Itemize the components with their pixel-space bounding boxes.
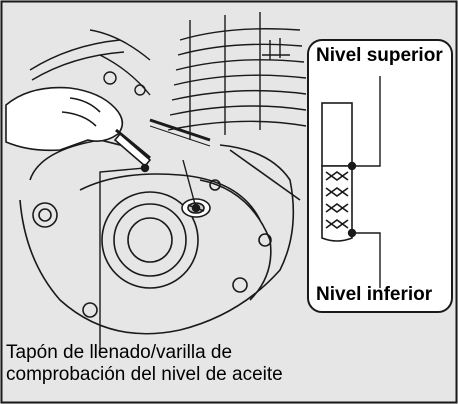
cylinder-fins: [167, 12, 307, 140]
filler-cap-label-line2: comprobación del nivel de aceite: [6, 364, 283, 385]
crankcase: [19, 139, 301, 335]
frame-tubes: [29, 29, 211, 147]
callout-lines: [99, 159, 201, 352]
filler-cap-label-line1: Tapón de llenado/varilla de: [6, 342, 233, 363]
hand-with-dipstick: [5, 86, 152, 168]
dipstick: [321, 102, 353, 242]
level-leaders: [347, 76, 381, 288]
filler-cap-label: Tapón de llenado/varilla de comprobación…: [6, 342, 446, 386]
upper-level-label: Nivel superior: [316, 45, 443, 66]
lower-level-label: Nivel inferior: [316, 284, 433, 305]
